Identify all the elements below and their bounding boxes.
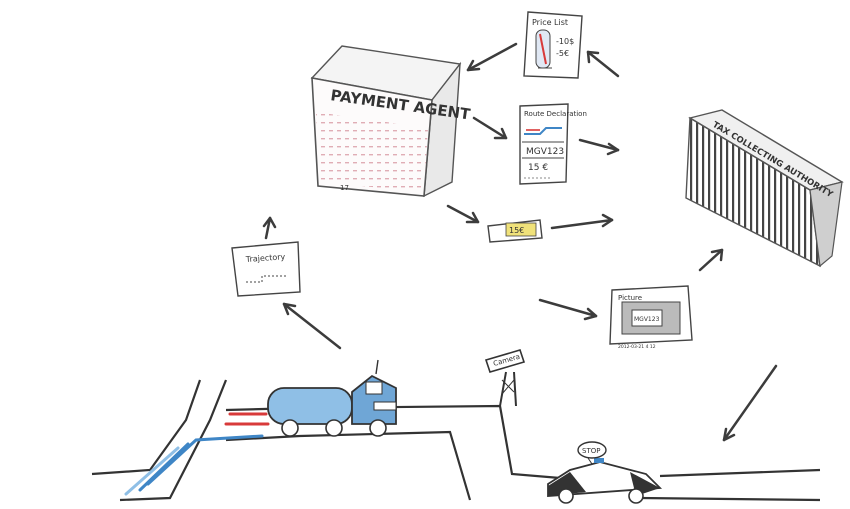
trajectory-title: Trajectory (245, 252, 286, 264)
speed-lines (124, 412, 270, 496)
picture-caption: 2012-03-21 4 12 (618, 344, 656, 350)
arrow-camera-to-picture (538, 298, 598, 318)
police-car-icon: STOP (547, 441, 663, 504)
route-line-icon (524, 127, 562, 135)
route-amount: 15 € (528, 163, 548, 173)
arrow-authority-to-police (722, 364, 778, 442)
camera-icon: Camera (484, 349, 526, 407)
payment-agent-mark: 17 (340, 184, 349, 192)
arrow-trajectory-to-agent (264, 216, 272, 240)
arrow-note-to-authority (550, 218, 614, 230)
picture-card: Picture MGV123 2012-03-21 4 12 (609, 285, 693, 350)
arrow-agent-to-note (446, 204, 480, 224)
price-list-title: Price List (532, 18, 568, 27)
arrow-pricelist-loop (586, 50, 620, 78)
trajectory-card: Trajectory (231, 241, 301, 297)
arrow-agent-to-declaration (472, 116, 508, 140)
price-a: -10$ (556, 37, 574, 46)
tax-authority-building: TAX COLLECTING AUTHORITY (685, 109, 844, 268)
flow-arrows (262, 42, 778, 442)
police-speech: STOP (582, 447, 600, 455)
price-b: -5€ (556, 49, 569, 58)
route-declaration-card: Route Declaration MGV123 15 € (519, 103, 587, 185)
arrow-truck-to-trajectory (282, 302, 342, 350)
route-declaration-title: Route Declaration (524, 110, 587, 118)
price-chart-icon (535, 29, 552, 69)
arrow-pricelist-to-agent (466, 42, 518, 72)
route-vehicle-id: MGV123 (526, 147, 564, 157)
payment-agent-box: PAYMENT AGENT 17 (310, 45, 472, 198)
price-list-card: Price List -10$ -5€ (523, 11, 583, 79)
arrow-declaration-to-authority (578, 138, 620, 152)
arrow-picture-to-authority (698, 248, 724, 272)
payment-note-amount: 15€ (509, 226, 524, 235)
picture-plate: MGV123 (634, 316, 660, 323)
picture-title: Picture (618, 294, 642, 302)
payment-note: 15€ (487, 219, 543, 243)
truck-icon (267, 359, 397, 437)
